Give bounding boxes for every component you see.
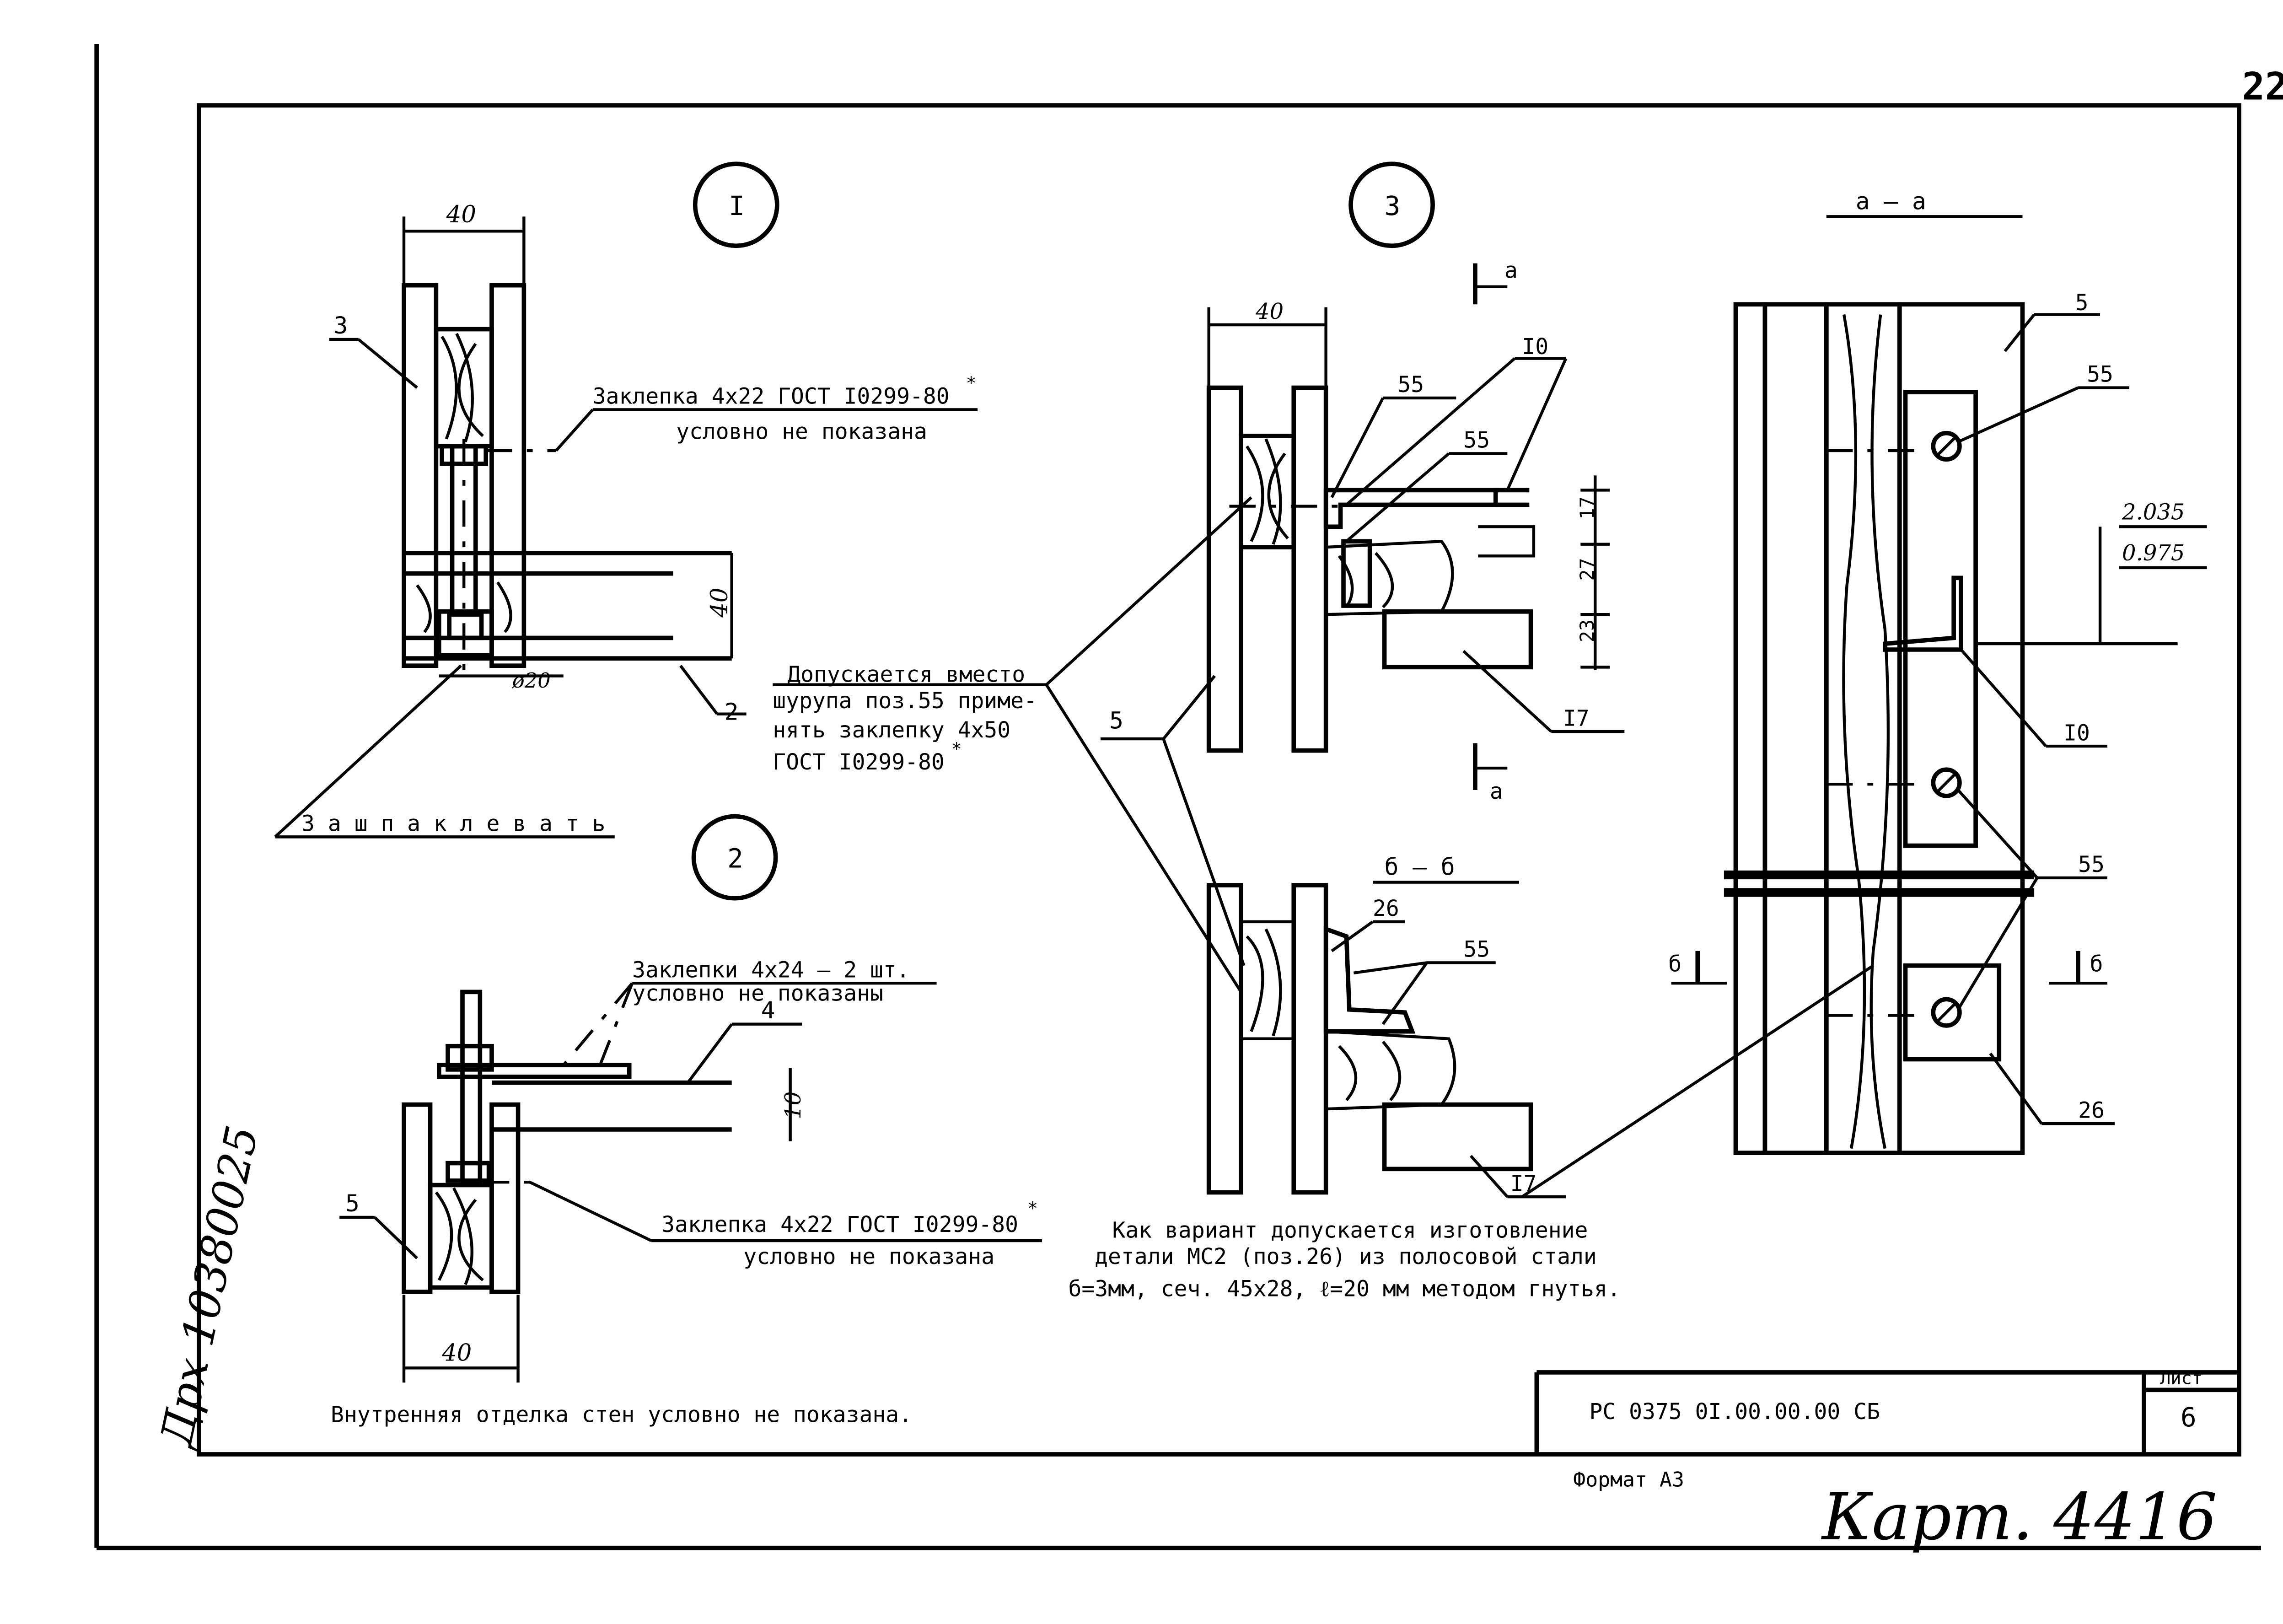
variant-note: Как вариант допускается изготовление дет… bbox=[1069, 1218, 1621, 1302]
putty-note: З а ш п а к л е в а т ь bbox=[301, 811, 605, 837]
d2-height-dim: 10 bbox=[780, 1092, 806, 1119]
margin-handwriting: Дрх 10380025 bbox=[150, 1121, 269, 1452]
d1-height-dim: 40 bbox=[706, 588, 733, 618]
bb-pos-55: 55 bbox=[1463, 937, 1490, 963]
aa-cut-b-left: б bbox=[1668, 952, 1681, 977]
d2-rivet-note-line2: условно не показана bbox=[743, 1244, 994, 1269]
detail-1-number: I bbox=[729, 191, 745, 221]
section-aa-title: а – а bbox=[1856, 188, 1926, 215]
d3-pos-5: 5 bbox=[1109, 707, 1123, 735]
aa-pos-10: I0 bbox=[2063, 720, 2090, 746]
sheet-label: Лист bbox=[2160, 1368, 2202, 1389]
d1-rivet-note-line2: условно не показана bbox=[676, 419, 927, 444]
d3-dim-23: 23 bbox=[1576, 619, 1598, 642]
d3-pos-17: I7 bbox=[1563, 705, 1590, 731]
variant-line1: Как вариант допускается изготовление bbox=[1112, 1218, 1588, 1243]
bb-pos-17: I7 bbox=[1510, 1171, 1537, 1196]
d3-cut-a-bottom: а bbox=[1490, 779, 1503, 804]
allowance-line3: нять заклепку 4х50 bbox=[773, 717, 1010, 743]
d1-width-dim: 40 bbox=[446, 201, 476, 228]
bb-pos-26: 26 bbox=[1373, 896, 1399, 921]
d2-pos-4: 4 bbox=[761, 997, 775, 1024]
allowance-line1: Допускается вместо bbox=[787, 661, 1025, 687]
variant-line2: детали МС2 (поз.26) из полосовой стали bbox=[1095, 1244, 1597, 1269]
elev-top: 2.035 bbox=[2122, 499, 2185, 525]
aa-cut-b-right: б bbox=[2090, 952, 2103, 977]
d3-pos-55-b: 55 bbox=[1463, 428, 1490, 453]
sheet-number: 6 bbox=[2181, 1402, 2197, 1433]
section-bb-title: б – б bbox=[1385, 854, 1455, 881]
d2-rivets-note-line1: Заклепки 4х24 – 2 шт. bbox=[632, 957, 910, 983]
format-label: Формат А3 bbox=[1573, 1467, 1684, 1491]
aa-pos-55: 55 bbox=[2087, 362, 2113, 387]
section-aa: а – а 2.035 0.975 б б bbox=[1668, 188, 2207, 1155]
d1-dia-dim: ø20 bbox=[512, 668, 551, 693]
detail-2-number: 2 bbox=[727, 844, 743, 874]
d3-width-dim: 40 bbox=[1255, 299, 1284, 324]
d2-rivet-note-line1: Заклепка 4х22 ГОСТ I0299-80 bbox=[661, 1212, 1018, 1237]
doc-code: РС 0375 0I.00.00.00 СБ bbox=[1590, 1399, 1880, 1425]
d3-dim-27: 27 bbox=[1576, 558, 1598, 581]
allowance-line2: шурупа поз.55 приме- bbox=[773, 688, 1037, 714]
allowance-star: * bbox=[951, 739, 962, 759]
page-corner-number: 22 bbox=[2242, 64, 2283, 108]
d1-pos-2: 2 bbox=[725, 699, 739, 726]
d2-rivets-note-line2: условно не показаны bbox=[632, 981, 883, 1006]
card-handwriting: Карт. 4416 bbox=[1821, 1480, 2217, 1555]
variant-line3: б=3мм, сеч. 45х28, ℓ=20 мм методом гнуть… bbox=[1069, 1276, 1621, 1302]
detail-3: 3 а а 40 17 27 2 bbox=[1100, 161, 1625, 966]
detail-3-number: 3 bbox=[1385, 191, 1401, 221]
d3-pos-55-a: 55 bbox=[1397, 372, 1424, 398]
aa-pos-55-b: 55 bbox=[2078, 852, 2105, 877]
d1-rivet-note-line1: Заклепка 4х22 ГОСТ I0299-80 bbox=[593, 384, 950, 409]
aa-pos-5: 5 bbox=[2075, 290, 2089, 316]
d3-cut-a-top: а bbox=[1504, 258, 1518, 284]
d2-width-dim: 40 bbox=[441, 1339, 472, 1366]
d1-pos-3: 3 bbox=[333, 312, 348, 339]
section-bb: б – б 26 55 I7 bbox=[1206, 854, 1874, 1199]
aa-pos-26: 26 bbox=[2078, 1097, 2105, 1123]
detail-1: I 40 40 ø20 3 2 bbox=[274, 161, 978, 839]
title-block: РС 0375 0I.00.00.00 СБ Лист 6 Формат А3 bbox=[1534, 1368, 2240, 1491]
inner-finish-note: Внутренняя отделка стен условно не показ… bbox=[331, 1402, 912, 1428]
elev-bottom: 0.975 bbox=[2122, 540, 2185, 566]
allowance-line4: ГОСТ I0299-80 bbox=[773, 749, 945, 775]
d2-rivet-note-star: * bbox=[1027, 1199, 1038, 1219]
d2-pos-5: 5 bbox=[345, 1190, 360, 1217]
d1-rivet-note-star: * bbox=[966, 373, 977, 394]
sheet-frame: 22 bbox=[94, 43, 2283, 1550]
d3-dim-17: 17 bbox=[1576, 496, 1598, 519]
detail-2: 2 10 40 5 4 Заклепки 4х24 – 2 шт. условн… bbox=[339, 814, 1042, 1383]
allowance-note: Допускается вместо шурупа поз.55 приме- … bbox=[773, 496, 1252, 993]
d3-pos-10: I0 bbox=[1522, 334, 1548, 360]
